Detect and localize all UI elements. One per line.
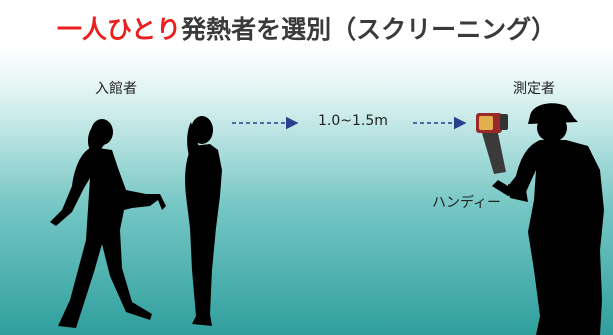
thermal-camera bbox=[476, 113, 508, 174]
walking-person-silhouette bbox=[50, 119, 166, 328]
distance-label: 1.0~1.5m bbox=[318, 113, 388, 129]
inspector-silhouette bbox=[492, 103, 604, 335]
device-label: ハンディー bbox=[432, 195, 502, 211]
inspector-label: 測定者 bbox=[513, 81, 555, 97]
title-rest: 発熱者を選別（スクリーニング） bbox=[181, 15, 557, 44]
page-title: 一人ひとり発熱者を選別（スクリーニング） bbox=[0, 10, 613, 46]
title-highlight: 一人ひとり bbox=[56, 15, 182, 44]
visitor-label: 入館者 bbox=[95, 81, 137, 97]
standing-person-silhouette bbox=[185, 116, 222, 326]
